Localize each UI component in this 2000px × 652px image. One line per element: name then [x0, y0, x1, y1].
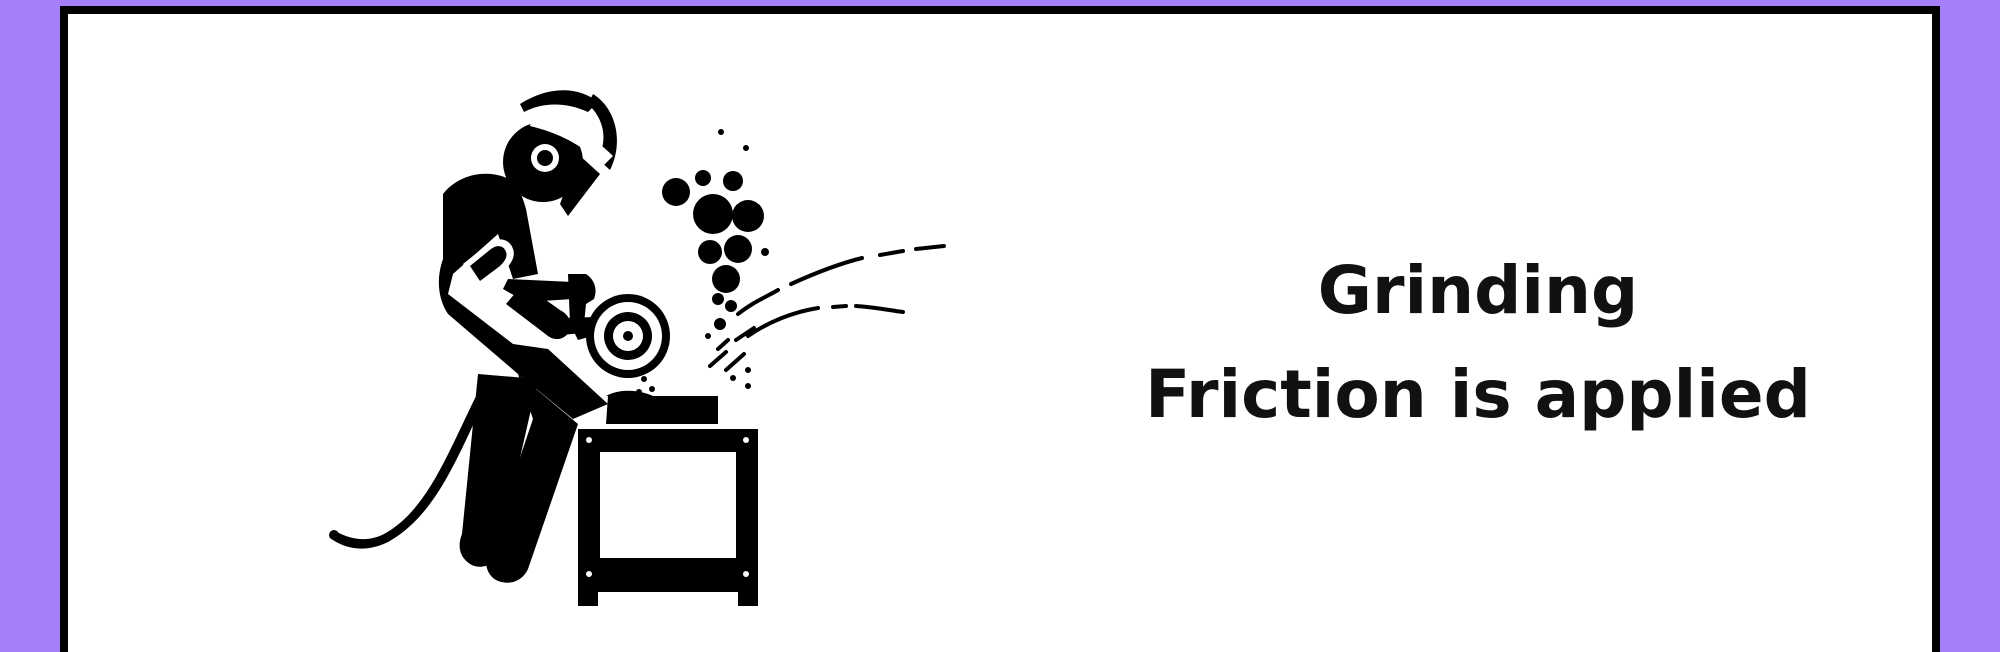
caption-title: Grinding	[1317, 252, 1639, 329]
caption-subtitle: Friction is applied	[1145, 356, 1811, 433]
caption: Grinding Friction is applied	[1028, 239, 1928, 447]
card: Grinding Friction is applied	[60, 6, 1940, 652]
worker-grinding-metal-icon	[329, 90, 946, 606]
